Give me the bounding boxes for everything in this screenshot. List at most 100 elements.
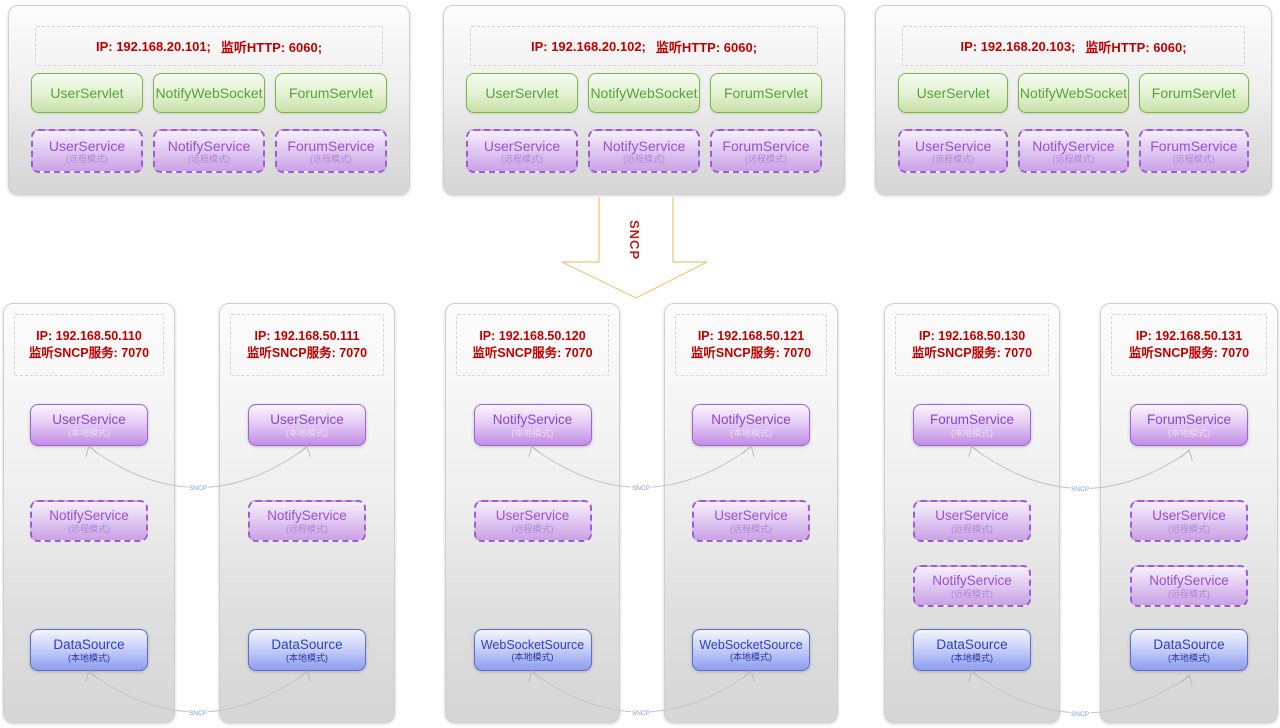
- service-mode: (本地模式): [1168, 427, 1210, 438]
- service-box-remote: NotifyService (远程模式): [1130, 565, 1248, 607]
- service-name: NotifyService: [1149, 573, 1229, 589]
- service-mode: (远程模式): [951, 523, 993, 534]
- servlet-box: NotifyWebSocket: [153, 73, 265, 113]
- listen-label: 监听HTTP: 6060;: [1085, 39, 1187, 55]
- service-mode: (远程模式): [623, 153, 665, 164]
- svg-text:SNCP: SNCP: [1071, 711, 1089, 718]
- servlet-box: UserServlet: [466, 73, 578, 113]
- datasource-box: DataSource (本地模式): [248, 629, 366, 671]
- datasource-box: DataSource (本地模式): [30, 629, 148, 671]
- service-name: UserService: [483, 137, 561, 154]
- sncp-node-111: IP: 192.168.50.111 监听SNCP服务: 7070 UserSe…: [219, 303, 395, 723]
- service-mode: (远程模式): [286, 523, 328, 534]
- service-box-remote: UserService (远程模式): [1130, 500, 1248, 542]
- service-mode: (本地模式): [68, 427, 110, 438]
- service-box-remote: NotifyService (远程模式): [1018, 129, 1129, 173]
- ip-label: IP: 192.168.50.130: [918, 329, 1026, 343]
- websocketsource-box: WebSocketSource (本地模式): [473, 629, 592, 671]
- datasource-box: DataSource (本地模式): [1130, 629, 1248, 671]
- service-box-remote: UserService (远程模式): [473, 500, 592, 542]
- service-box-local: UserService (本地模式): [30, 404, 148, 446]
- service-box-remote: NotifyService (远程模式): [588, 129, 700, 173]
- datasource-box: DataSource (本地模式): [913, 629, 1031, 671]
- service-mode: (本地模式): [286, 427, 328, 438]
- source-name: DataSource: [936, 637, 1008, 653]
- servlet-box: ForumServlet: [710, 73, 822, 113]
- service-name: NotifyService: [602, 137, 686, 154]
- service-mode: (远程模式): [310, 153, 352, 164]
- service-box-remote: UserService (远程模式): [466, 129, 578, 173]
- source-name: DataSource: [53, 637, 125, 653]
- service-box-remote: UserService (远程模式): [31, 129, 143, 173]
- sncp-node-130: IP: 192.168.50.130 监听SNCP服务: 7070 ForumS…: [884, 303, 1060, 723]
- source-mode: (本地模式): [1168, 652, 1210, 663]
- ip-label: IP: 192.168.50.121: [697, 329, 805, 343]
- service-name: ForumService: [722, 137, 810, 154]
- service-mode: (远程模式): [1052, 153, 1095, 164]
- node-address: IP: 192.168.50.120 监听SNCP服务: 7070: [456, 314, 609, 376]
- service-mode: (本地模式): [730, 427, 772, 438]
- service-mode: (远程模式): [66, 153, 108, 164]
- http-node-102: IP: 192.168.20.102; 监听HTTP: 6060; UserSe…: [443, 5, 845, 195]
- source-name: WebSocketSource: [699, 637, 803, 652]
- node-address: IP: 192.168.50.111 监听SNCP服务: 7070: [230, 314, 384, 376]
- service-mode: (远程模式): [501, 153, 543, 164]
- servlet-box: NotifyWebSocket: [1018, 73, 1129, 113]
- service-name: NotifyService: [167, 137, 251, 154]
- service-mode: (远程模式): [1168, 588, 1210, 599]
- service-name: NotifyService: [711, 412, 791, 428]
- sncp-node-110: IP: 192.168.50.110 监听SNCP服务: 7070 UserSe…: [3, 303, 175, 723]
- sncp-node-131: IP: 192.168.50.131 监听SNCP服务: 7070 ForumS…: [1100, 303, 1278, 723]
- service-box-local: ForumService (本地模式): [913, 404, 1031, 446]
- servlet-box: UserServlet: [31, 73, 143, 113]
- ip-label: IP: 192.168.20.101;: [95, 38, 211, 54]
- svg-text:SNCP: SNCP: [632, 485, 650, 492]
- http-node-101: IP: 192.168.20.101; 监听HTTP: 6060; UserSe…: [8, 5, 410, 195]
- service-box-local: NotifyService (本地模式): [692, 404, 810, 446]
- service-name: UserService: [714, 508, 788, 524]
- service-name: NotifyService: [267, 508, 347, 524]
- sncp-node-121: IP: 192.168.50.121 监听SNCP服务: 7070 Notify…: [664, 303, 838, 723]
- service-mode: (远程模式): [745, 153, 787, 164]
- service-mode: (远程模式): [511, 523, 554, 534]
- http-node-103: IP: 192.168.20.103; 监听HTTP: 6060; UserSe…: [875, 5, 1272, 195]
- service-name: UserService: [48, 137, 126, 154]
- service-mode: (远程模式): [951, 588, 993, 599]
- service-name: UserService: [270, 412, 344, 428]
- servlet-box: ForumServlet: [275, 73, 387, 113]
- service-name: ForumService: [1150, 137, 1238, 154]
- listen-label: 监听SNCP服务: 7070: [690, 346, 812, 360]
- service-box-remote: ForumService (远程模式): [710, 129, 822, 173]
- node-address: IP: 192.168.50.130 监听SNCP服务: 7070: [895, 314, 1049, 376]
- service-mode: (远程模式): [68, 523, 110, 534]
- ip-label: IP: 192.168.50.120: [479, 329, 586, 343]
- listen-label: 监听SNCP服务: 7070: [1128, 346, 1250, 360]
- service-name: ForumService: [1146, 412, 1232, 428]
- svg-text:SNCP: SNCP: [632, 710, 650, 717]
- servlet-box: ForumServlet: [1138, 73, 1249, 113]
- source-mode: (本地模式): [68, 652, 110, 663]
- service-name: UserService: [52, 412, 126, 428]
- svg-text:SNCP: SNCP: [189, 485, 207, 492]
- service-name: UserService: [935, 508, 1009, 524]
- service-name: NotifyService: [49, 508, 129, 524]
- source-mode: (本地模式): [730, 652, 772, 663]
- source-name: DataSource: [271, 637, 343, 653]
- svg-text:SNCP: SNCP: [1071, 486, 1089, 493]
- service-name: NotifyService: [932, 573, 1012, 589]
- service-name: ForumService: [287, 137, 375, 154]
- node-address: IP: 192.168.20.101; 监听HTTP: 6060;: [35, 26, 383, 66]
- source-mode: (本地模式): [511, 652, 554, 663]
- source-name: WebSocketSource: [480, 637, 585, 652]
- service-box-local: NotifyService (本地模式): [473, 404, 592, 446]
- service-box-remote: ForumService (远程模式): [1138, 129, 1249, 173]
- service-name: NotifyService: [1032, 137, 1115, 154]
- service-mode: (远程模式): [1168, 523, 1210, 534]
- listen-label: 监听SNCP服务: 7070: [911, 346, 1033, 360]
- service-name: NotifyService: [492, 412, 573, 428]
- servlet-box: UserServlet: [898, 73, 1009, 113]
- service-box-remote: UserService (远程模式): [692, 500, 810, 542]
- servlet-box: NotifyWebSocket: [588, 73, 700, 113]
- node-address: IP: 192.168.50.110 监听SNCP服务: 7070: [14, 314, 164, 376]
